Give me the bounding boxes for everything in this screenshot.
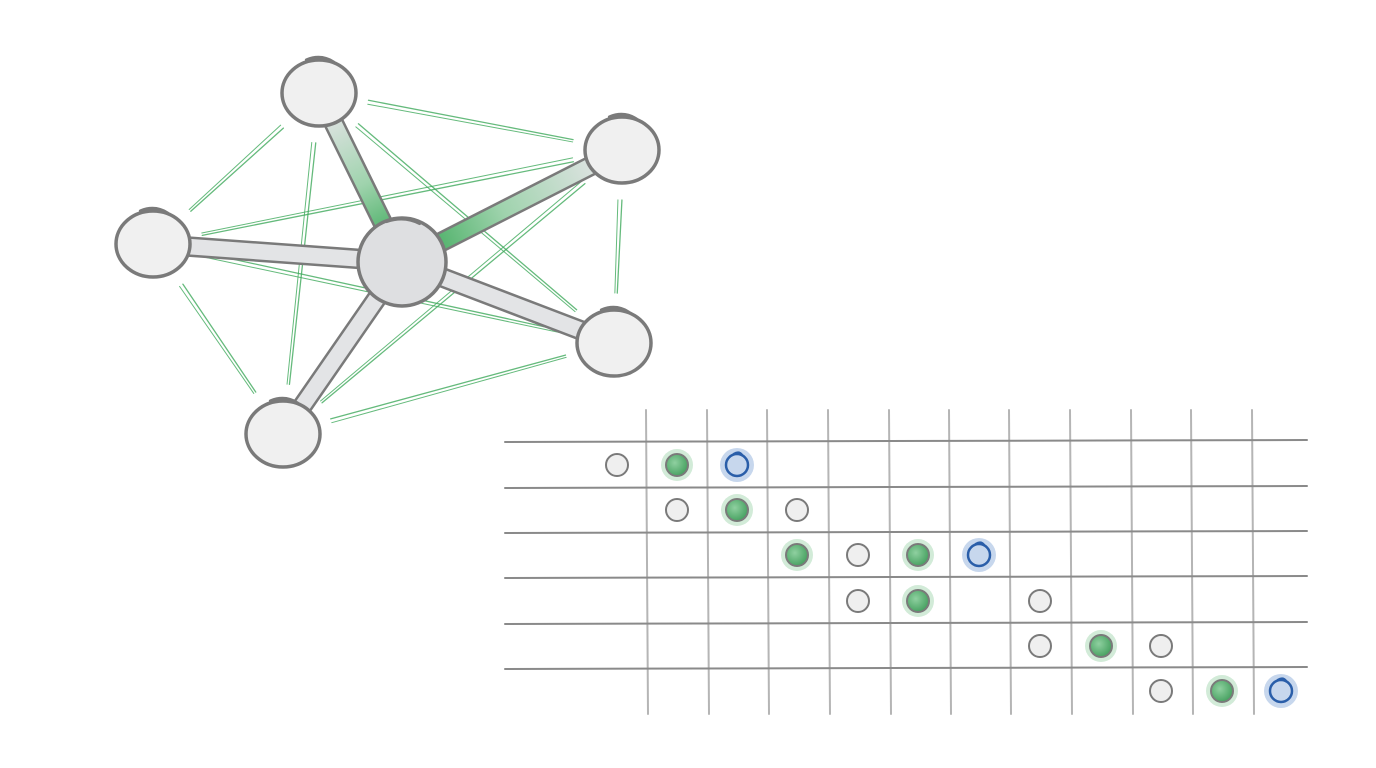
link-bottom-lower-right bbox=[331, 356, 567, 424]
node-upper-right bbox=[583, 115, 661, 185]
node-bottom bbox=[244, 399, 322, 469]
node-sketch-bottom bbox=[268, 396, 299, 405]
blue-ring-sketch bbox=[1276, 677, 1288, 683]
hub-spokes bbox=[170, 105, 610, 425]
link-upper-right-lower-right bbox=[614, 199, 619, 294]
grid-mark-green bbox=[1085, 630, 1117, 662]
grid-mark-blue bbox=[720, 448, 754, 482]
grid-mark-gray bbox=[785, 498, 809, 522]
hub-node bbox=[356, 216, 448, 308]
node-sketch-center bbox=[385, 217, 422, 226]
link-upper-right-left bbox=[201, 161, 575, 237]
grid-col-line bbox=[888, 409, 892, 715]
grid-col-line bbox=[1251, 409, 1255, 715]
grid-col-line bbox=[827, 409, 831, 715]
grid-mark-gray bbox=[846, 589, 870, 613]
link-top-left bbox=[190, 127, 285, 212]
gray-dot bbox=[1028, 589, 1052, 613]
grid-mark-green bbox=[721, 494, 753, 526]
gray-dot bbox=[1149, 679, 1173, 703]
grid-mark-gray bbox=[846, 543, 870, 567]
grid-col-line bbox=[706, 409, 710, 715]
link-top-lower-right bbox=[357, 123, 578, 311]
gray-dot bbox=[605, 453, 629, 477]
green-dot bbox=[725, 498, 749, 522]
node-sketch-lower-right bbox=[599, 305, 630, 314]
grid-row-line bbox=[504, 575, 1308, 579]
node-top bbox=[280, 58, 358, 128]
grid-row-line bbox=[504, 439, 1308, 443]
grid-row-line bbox=[504, 621, 1308, 625]
gray-dot bbox=[665, 498, 689, 522]
node-sketch-left bbox=[138, 206, 169, 215]
node-sketch-top bbox=[304, 55, 335, 64]
grid-col-line bbox=[766, 409, 770, 715]
link-left-bottom bbox=[179, 285, 255, 394]
green-dot bbox=[906, 589, 930, 613]
gray-dot bbox=[785, 498, 809, 522]
spoke-left bbox=[170, 235, 385, 271]
network-diagram bbox=[114, 55, 661, 469]
link-bottom-lower-right bbox=[330, 354, 567, 420]
grid-col-line bbox=[948, 409, 952, 715]
grid-row-line bbox=[504, 530, 1308, 534]
node-sketch-upper-right bbox=[607, 112, 638, 121]
link-upper-right-lower-right bbox=[616, 199, 623, 294]
spoke-bar-left bbox=[170, 235, 385, 271]
grid-col-line bbox=[1008, 409, 1012, 715]
grid-mark-gray bbox=[605, 453, 629, 477]
grid-mark-gray bbox=[1149, 634, 1173, 658]
blue-ring-sketch bbox=[732, 451, 744, 457]
green-dot bbox=[1089, 634, 1113, 658]
link-top-upper-right bbox=[367, 99, 574, 141]
grid-col-line bbox=[645, 409, 649, 715]
gray-dot bbox=[846, 589, 870, 613]
grid-mark-gray bbox=[1028, 589, 1052, 613]
grid-col-line bbox=[1069, 409, 1073, 715]
link-top-left bbox=[188, 124, 282, 210]
green-dot bbox=[785, 543, 809, 567]
green-dot bbox=[665, 453, 689, 477]
grid-row-line bbox=[504, 666, 1308, 670]
nodes bbox=[114, 55, 661, 469]
grid-mark-green bbox=[902, 539, 934, 571]
grid-matrix bbox=[504, 409, 1308, 715]
link-top-upper-right bbox=[367, 103, 574, 143]
gray-dot bbox=[846, 543, 870, 567]
green-dot bbox=[1210, 679, 1234, 703]
blue-ring-sketch bbox=[974, 541, 986, 547]
link-left-bottom bbox=[182, 283, 257, 393]
link-upper-right-bottom bbox=[321, 182, 586, 404]
grid-mark-gray bbox=[1149, 679, 1173, 703]
grid-col-line bbox=[1130, 409, 1134, 715]
node-lower-right bbox=[575, 308, 653, 378]
grid-mark-blue bbox=[1264, 674, 1298, 708]
gray-dot bbox=[1149, 634, 1173, 658]
grid-mark-blue bbox=[962, 538, 996, 572]
grid-row-line bbox=[504, 485, 1308, 489]
gray-dot bbox=[1028, 634, 1052, 658]
grid-mark-green bbox=[902, 585, 934, 617]
node-left bbox=[114, 209, 192, 279]
link-upper-right-left bbox=[201, 157, 574, 234]
green-dot bbox=[906, 543, 930, 567]
grid-col-line bbox=[1190, 409, 1194, 715]
grid-mark-gray bbox=[1028, 634, 1052, 658]
grid-mark-green bbox=[781, 539, 813, 571]
grid-mark-green bbox=[1206, 675, 1238, 707]
grid-mark-gray bbox=[665, 498, 689, 522]
grid-mark-green bbox=[661, 449, 693, 481]
